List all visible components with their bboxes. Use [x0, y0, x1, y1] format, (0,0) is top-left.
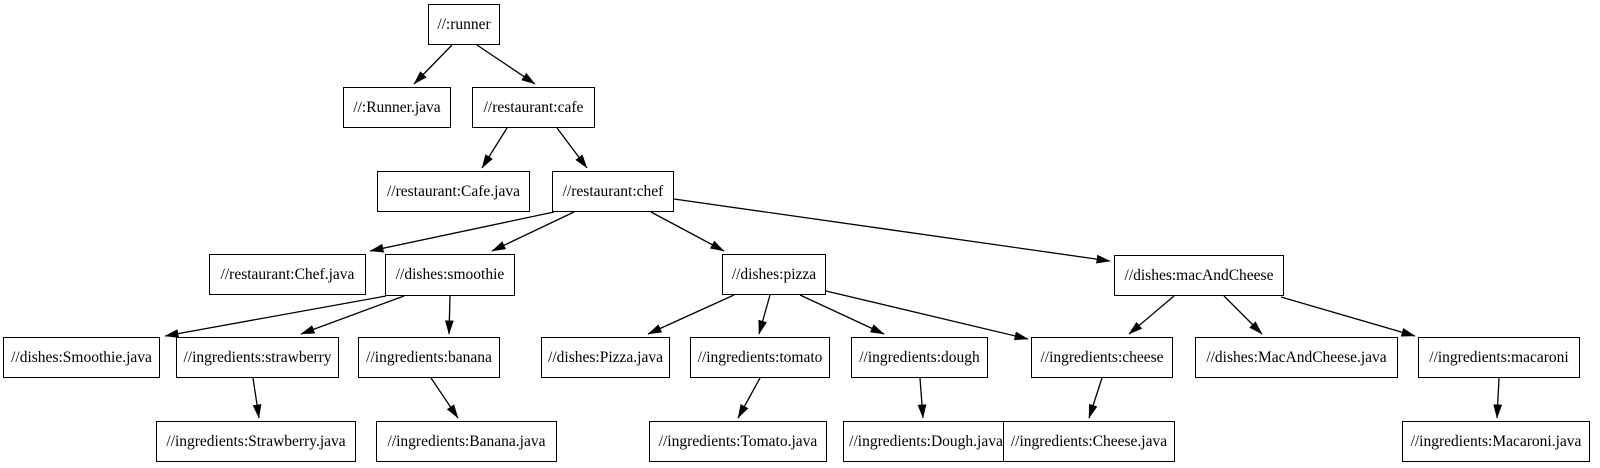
edge-smoothie-to-strawberry — [300, 295, 405, 335]
node-banana-java: //ingredients:Banana.java — [376, 421, 557, 462]
node-macaroni-java: //ingredients:Macaroni.java — [1402, 421, 1590, 462]
edge-mac-and-cheese-to-cheese — [1128, 295, 1175, 335]
edge-strawberry-to-strawberry-java — [252, 377, 262, 419]
node-dough-java: //ingredients:Dough.java — [843, 421, 1009, 462]
node-chef: //restaurant:chef — [552, 171, 674, 212]
node-runner-java: //:Runner.java — [343, 87, 451, 128]
edge-runner-to-cafe — [476, 44, 536, 85]
node-mac-and-cheese-java: //dishes:MacAndCheese.java — [1195, 337, 1398, 378]
node-smoothie: //dishes:smoothie — [385, 254, 515, 296]
edge-dough-to-dough-java — [917, 377, 927, 419]
node-strawberry-java: //ingredients:Strawberry.java — [156, 421, 356, 462]
node-cafe: //restaurant:cafe — [472, 87, 595, 128]
edge-pizza-to-pizza-java — [647, 294, 735, 335]
node-pizza-java: //dishes:Pizza.java — [541, 337, 670, 378]
node-macaroni: //ingredients:macaroni — [1418, 337, 1580, 378]
edge-pizza-to-tomato — [758, 294, 771, 335]
node-banana: //ingredients:banana — [358, 337, 500, 378]
node-tomato: //ingredients:tomato — [690, 337, 830, 378]
edge-cafe-to-cafe-java — [481, 127, 508, 169]
edge-banana-to-banana-java — [430, 377, 459, 419]
edge-macaroni-to-macaroni-java — [1493, 377, 1503, 419]
edge-chef-to-smoothie — [491, 211, 575, 252]
node-smoothie-java: //dishes:Smoothie.java — [3, 337, 160, 378]
edge-smoothie-to-smoothie-java — [164, 295, 387, 338]
node-pizza: //dishes:pizza — [722, 254, 826, 295]
edges-group — [164, 44, 1503, 419]
edge-cafe-to-chef — [556, 127, 588, 169]
node-cafe-java: //restaurant:Cafe.java — [377, 171, 530, 212]
edge-pizza-to-dough — [799, 294, 885, 335]
node-cheese: //ingredients:cheese — [1031, 337, 1173, 378]
edge-cheese-to-cheese-java — [1088, 377, 1103, 419]
node-runner: //:runner — [428, 4, 500, 45]
edge-runner-to-runner-java — [413, 44, 453, 85]
node-mac-and-cheese: //dishes:macAndCheese — [1114, 255, 1284, 296]
edge-chef-to-pizza — [650, 211, 725, 252]
edge-mac-and-cheese-to-mac-and-cheese-java — [1223, 295, 1263, 335]
edge-smoothie-to-banana — [444, 295, 454, 335]
edge-tomato-to-tomato-java — [737, 377, 761, 419]
node-strawberry: //ingredients:strawberry — [176, 337, 339, 378]
edge-pizza-to-cheese — [825, 290, 1029, 341]
node-dough: //ingredients:dough — [851, 337, 988, 378]
node-chef-java: //restaurant:Chef.java — [209, 254, 366, 295]
edge-chef-to-chef-java — [369, 211, 555, 253]
edge-mac-and-cheese-to-macaroni — [1280, 296, 1416, 337]
node-tomato-java: //ingredients:Tomato.java — [649, 421, 827, 462]
edge-chef-to-mac-and-cheese — [673, 198, 1111, 264]
node-cheese-java: //ingredients:Cheese.java — [1003, 421, 1175, 462]
